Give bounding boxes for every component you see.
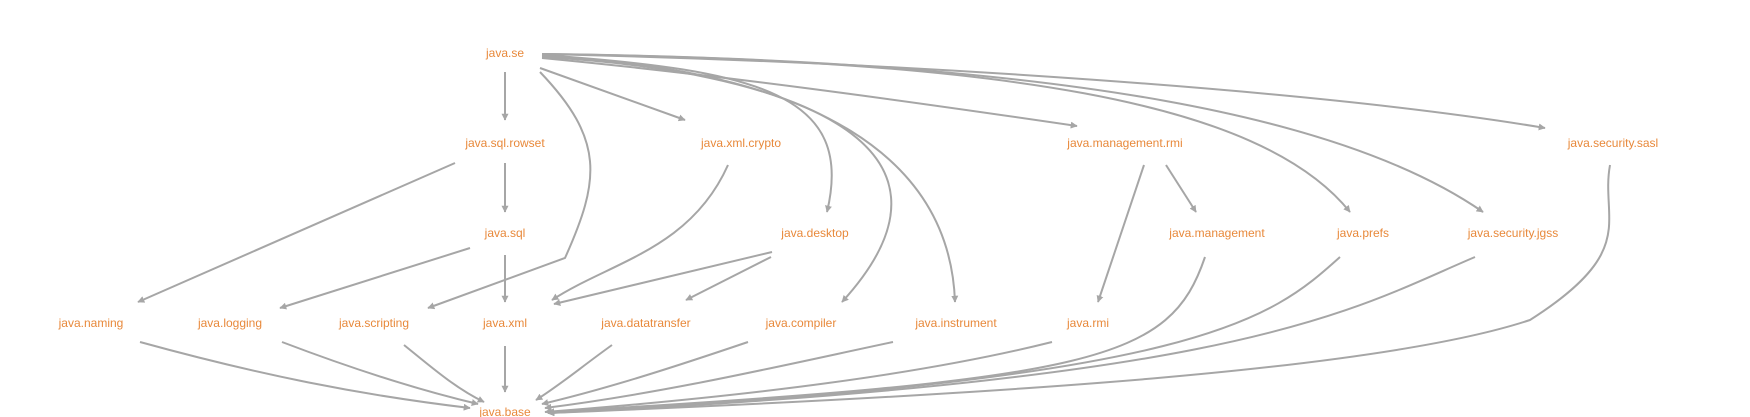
- node-java-sql-rowset[interactable]: java.sql.rowset: [464, 136, 545, 150]
- edge-java-logging-to-java-base: [281, 341, 479, 406]
- edge-java-se-to-java-prefs: [541, 53, 1351, 213]
- edge-java-sql-rowset-to-java-naming: [137, 162, 456, 303]
- edge-java-se-to-java-xml-crypto: [539, 67, 686, 122]
- edge-java-se-to-java-security-sasl: [541, 53, 1546, 131]
- node-java-rmi[interactable]: java.rmi: [1066, 316, 1109, 330]
- node-java-instrument[interactable]: java.instrument: [914, 316, 997, 330]
- node-java-sql[interactable]: java.sql: [484, 226, 526, 240]
- node-java-xml-crypto[interactable]: java.xml.crypto: [700, 136, 781, 150]
- edge-java-security-sasl-to-java-base: [547, 164, 1611, 417]
- node-java-security-sasl[interactable]: java.security.sasl: [1567, 136, 1658, 150]
- node-java-naming[interactable]: java.naming: [58, 316, 124, 330]
- edge-java-scripting-to-java-base: [403, 344, 485, 403]
- node-java-se[interactable]: java.se: [485, 46, 524, 60]
- module-labels: java.se java.sql.rowset java.xml.crypto …: [58, 46, 1659, 417]
- edge-java-management-rmi-to-java-rmi: [1096, 164, 1145, 303]
- edge-java-se-to-java-security-jgss: [541, 53, 1484, 213]
- node-java-management-rmi[interactable]: java.management.rmi: [1066, 136, 1182, 150]
- node-java-xml[interactable]: java.xml: [482, 316, 527, 330]
- edge-java-se-to-java-instrument: [541, 55, 959, 303]
- edge-java-sql-to-java-logging: [279, 247, 471, 310]
- edge-java-instrument-to-java-base: [544, 341, 894, 411]
- edge-java-se-to-java-scripting: [427, 71, 592, 310]
- node-java-desktop[interactable]: java.desktop: [780, 226, 849, 240]
- node-java-compiler[interactable]: java.compiler: [765, 316, 837, 330]
- edge-java-datatransfer-to-java-base: [535, 344, 613, 401]
- edge-java-security-jgss-to-java-base: [547, 256, 1476, 417]
- node-java-scripting[interactable]: java.scripting: [338, 316, 409, 330]
- edge-java-xml-crypto-to-java-xml: [551, 164, 729, 301]
- edge-java-rmi-to-java-base: [544, 341, 1053, 416]
- node-java-management[interactable]: java.management: [1168, 226, 1265, 240]
- node-java-logging[interactable]: java.logging: [197, 316, 262, 330]
- edge-java-management-to-java-base: [547, 256, 1206, 416]
- edge-java-se-to-java-management-rmi: [541, 57, 1078, 129]
- edge-java-prefs-to-java-base: [547, 256, 1341, 417]
- node-java-prefs[interactable]: java.prefs: [1336, 226, 1389, 240]
- edge-java-desktop-to-java-datatransfer: [685, 256, 772, 301]
- node-java-datatransfer[interactable]: java.datatransfer: [600, 316, 690, 330]
- node-java-base[interactable]: java.base: [478, 405, 531, 417]
- edge-java-desktop-to-java-xml: [553, 251, 773, 306]
- edge-java-se-to-java-desktop: [541, 54, 833, 213]
- node-java-security-jgss[interactable]: java.security.jgss: [1467, 226, 1558, 240]
- edge-java-compiler-to-java-base: [541, 341, 749, 406]
- dependency-edges: [137, 53, 1611, 417]
- edge-java-naming-to-java-base: [139, 341, 471, 411]
- edge-java-management-rmi-to-java-management: [1165, 164, 1197, 213]
